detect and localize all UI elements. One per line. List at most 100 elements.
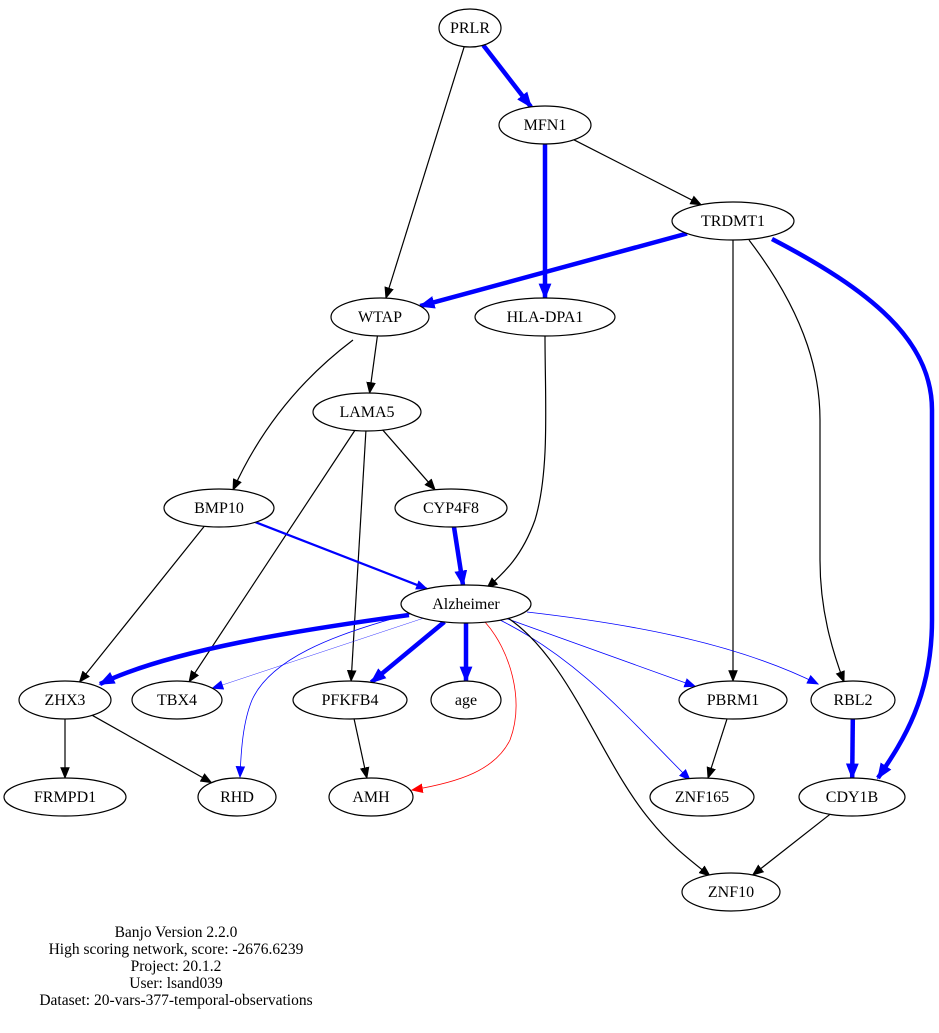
caption-dataset: Dataset: 20-vars-377-temporal-observatio… xyxy=(39,992,313,1009)
node-pfkfb4: PFKFB4 xyxy=(292,680,408,720)
node-znf165-label: ZNF165 xyxy=(675,789,729,806)
node-tbx4: TBX4 xyxy=(131,680,223,720)
edge-alzheimer-znf165 xyxy=(499,619,691,781)
node-rbl2: RBL2 xyxy=(810,680,896,720)
node-rhd-shape xyxy=(197,777,277,817)
node-zhx3-label: ZHX3 xyxy=(45,692,86,709)
node-rbl2-label: RBL2 xyxy=(833,692,872,709)
node-amh-shape xyxy=(328,777,414,817)
node-znf10-label: ZNF10 xyxy=(708,884,754,901)
node-lama5-label: LAMA5 xyxy=(339,404,394,421)
node-tbx4-shape xyxy=(131,680,223,720)
node-amh: AMH xyxy=(328,777,414,817)
edge-alzheimer-pbrm1 xyxy=(506,618,697,688)
node-wtap-shape xyxy=(330,297,430,337)
node-mfn1-shape xyxy=(498,105,592,145)
node-lama5-shape xyxy=(312,392,422,432)
edge-wtap-bmp10 xyxy=(232,339,354,492)
caption-user: User: lsand039 xyxy=(129,975,223,992)
edge-alzheimer-znf10 xyxy=(507,617,711,877)
edge-alzheimer-rhd xyxy=(235,613,411,779)
node-age: age xyxy=(430,680,502,720)
caption: Banjo Version 2.2.0 High scoring network… xyxy=(0,924,352,1009)
node-rhd-label: RHD xyxy=(220,789,254,806)
edge-trdmt1-wtap xyxy=(418,231,688,309)
node-cdy1b-shape xyxy=(798,777,906,817)
node-zhx3-shape xyxy=(18,680,112,720)
edge-cyp4f8-alzheimer xyxy=(451,526,468,587)
node-mfn1-label: MFN1 xyxy=(524,117,567,134)
node-alzheimer-shape xyxy=(400,584,532,624)
edge-lama5-cyp4f8 xyxy=(382,429,436,491)
node-cdy1b: CDY1B xyxy=(798,777,906,817)
edge-lama5-tbx4 xyxy=(188,430,356,683)
node-cdy1b-label: CDY1B xyxy=(826,789,878,806)
node-bmp10: BMP10 xyxy=(163,488,275,528)
edge-bmp10-zhx3 xyxy=(78,525,205,683)
node-znf165-shape xyxy=(649,777,755,817)
node-alzheimer-label: Alzheimer xyxy=(432,596,500,613)
edge-trdmt1-rbl2 xyxy=(748,239,845,684)
edge-cdy1b-znf10 xyxy=(751,813,831,876)
node-age-label: age xyxy=(455,692,477,709)
node-znf10-shape xyxy=(681,872,781,912)
node-cyp4f8-label: CYP4F8 xyxy=(423,500,479,517)
node-cyp4f8: CYP4F8 xyxy=(394,488,508,528)
node-prlr-label: PRLR xyxy=(450,20,490,37)
edge-prlr-wtap xyxy=(384,46,465,300)
node-pbrm1-shape xyxy=(678,680,788,720)
node-bmp10-shape xyxy=(163,488,275,528)
node-hladpa1-label: HLA-DPA1 xyxy=(507,309,584,326)
edge-rbl2-cdy1b xyxy=(845,718,859,780)
edge-trdmt1-cdy1b xyxy=(770,237,935,780)
node-rhd: RHD xyxy=(197,777,277,817)
edge-alzheimer-amh xyxy=(410,621,517,793)
edge-prlr-mfn1 xyxy=(481,43,533,109)
node-pbrm1-label: PBRM1 xyxy=(707,692,759,709)
edge-alzheimer-tbx4 xyxy=(211,618,424,690)
caption-score: High scoring network, score: -2676.6239 xyxy=(48,941,304,958)
node-frmpd1-shape xyxy=(3,777,127,817)
node-znf165: ZNF165 xyxy=(649,777,755,817)
node-znf10: ZNF10 xyxy=(681,872,781,912)
node-hladpa1-shape xyxy=(474,297,616,337)
edges-layer xyxy=(60,43,935,877)
node-wtap: WTAP xyxy=(330,297,430,337)
node-mfn1: MFN1 xyxy=(498,105,592,145)
edge-bmp10-alzheimer xyxy=(255,521,429,590)
node-cyp4f8-shape xyxy=(394,488,508,528)
edge-alzheimer-rbl2 xyxy=(526,611,820,685)
node-wtap-label: WTAP xyxy=(358,309,402,326)
node-prlr: PRLR xyxy=(438,8,502,48)
edge-pbrm1-znf165 xyxy=(706,718,728,780)
node-lama5: LAMA5 xyxy=(312,392,422,432)
edge-alzheimer-pfkfb4 xyxy=(369,620,446,685)
edge-hladpa1-alzheimer xyxy=(486,335,547,589)
node-prlr-shape xyxy=(438,8,502,48)
node-trdmt1-shape xyxy=(671,201,795,241)
node-alzheimer: Alzheimer xyxy=(400,584,532,624)
node-bmp10-label: BMP10 xyxy=(194,500,244,517)
node-rbl2-shape xyxy=(810,680,896,720)
node-tbx4-label: TBX4 xyxy=(157,692,197,709)
node-trdmt1: TRDMT1 xyxy=(671,201,795,241)
node-amh-label: AMH xyxy=(352,789,390,806)
node-zhx3: ZHX3 xyxy=(18,680,112,720)
caption-project: Project: 20.1.2 xyxy=(130,958,222,975)
edge-mfn1-trdmt1 xyxy=(573,139,703,206)
node-frmpd1-label: FRMPD1 xyxy=(34,789,96,806)
node-hladpa1: HLA-DPA1 xyxy=(474,297,616,337)
node-pfkfb4-label: PFKFB4 xyxy=(322,692,379,709)
edge-zhx3-rhd xyxy=(91,714,213,784)
caption-version: Banjo Version 2.2.0 xyxy=(114,924,238,941)
edge-lama5-pfkfb4 xyxy=(346,430,367,683)
node-pfkfb4-shape xyxy=(292,680,408,720)
node-trdmt1-label: TRDMT1 xyxy=(701,213,765,230)
edge-wtap-lama5 xyxy=(366,335,378,395)
node-age-shape xyxy=(430,680,502,720)
node-frmpd1: FRMPD1 xyxy=(3,777,127,817)
edge-pfkfb4-amh xyxy=(353,718,370,780)
edge-alzheimer-zhx3 xyxy=(98,612,410,687)
